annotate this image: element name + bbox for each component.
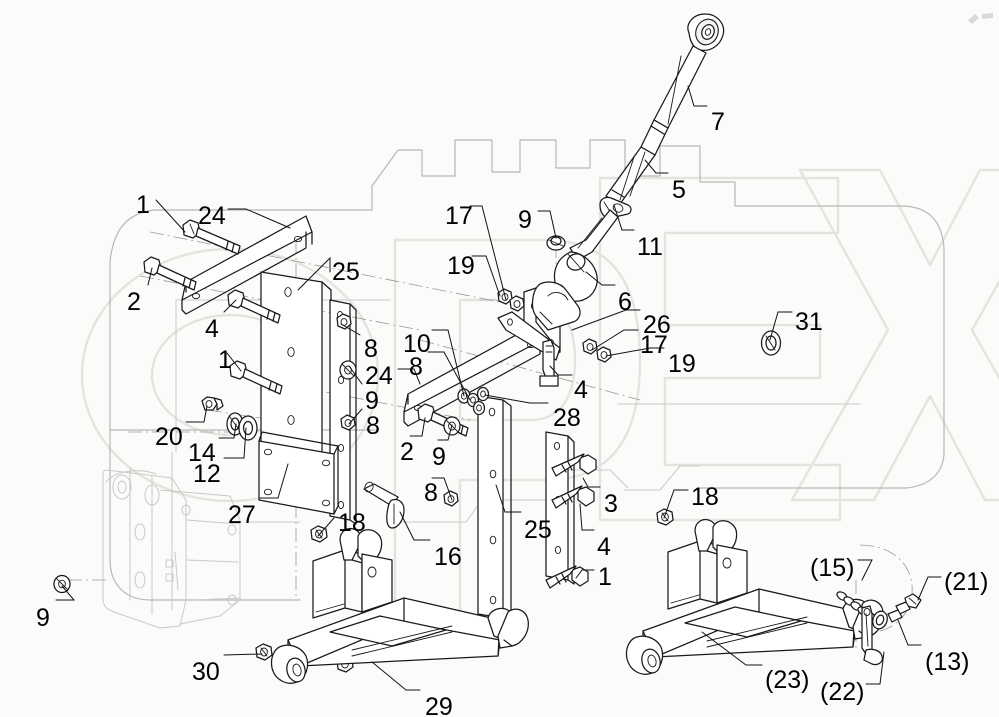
nut-part-9-c [53,574,71,594]
part-5-turnbuckle-body [605,119,669,205]
callout-label-17: 17 [640,331,668,359]
callout-label-9: 9 [365,387,379,415]
callout-label-25: 25 [524,516,552,544]
callout-label-23: (23) [765,666,810,694]
callout-label-4: 4 [574,376,588,404]
callout-label-20: 20 [155,423,183,451]
callout-label-13: (13) [925,648,970,676]
nut-part-18-b [656,508,674,526]
callout-label-1: 1 [598,563,612,591]
part-24-flat-bar-upper [181,215,313,315]
nuts-group [53,235,674,673]
callout-label-14: 14 [188,439,216,467]
bolt-part-1-c [545,565,589,589]
part-20-nut [201,396,224,411]
callout-label-1: 1 [136,191,150,219]
part-22-hook [861,605,884,666]
leader-lines [55,85,942,691]
bolts-group [143,219,597,589]
part-26-bracket-plates [497,281,581,361]
part-28-bushings [457,386,490,416]
callout-label-8: 8 [364,335,378,363]
callout-label-8: 8 [366,412,380,440]
part-21-turnbuckle-small [887,593,922,623]
callout-label-19: 19 [447,252,475,280]
callout-label-21: (21) [944,568,989,596]
callout-label-24: 24 [198,202,226,230]
callout-label-7: 7 [711,108,725,136]
callout-label-30: 30 [192,658,220,686]
callout-label-6: 6 [618,288,632,316]
bolt-part-1-b [229,360,283,395]
bolt-part-4-b [539,339,559,387]
callout-label-8: 8 [409,353,423,381]
nut-part-8-b [340,414,356,431]
nut-part-30 [255,643,273,661]
part-7-turnbuckle-top-rod [653,13,725,129]
part-13-ring [872,610,888,630]
callout-label-18: 18 [338,509,366,537]
callout-label-19: 19 [668,350,696,378]
nut-part-8-a [336,313,352,330]
callout-label-24: 24 [365,362,393,390]
callout-label-9: 9 [36,604,50,632]
callout-label-9: 9 [518,206,532,234]
watermark-opex [80,168,999,642]
callout-label-27: 27 [228,501,256,529]
callout-label-29: 29 [425,693,453,717]
part-25-side-plate-d [545,431,575,585]
part-23-lower-link-right [625,518,884,675]
callout-label-26: 26 [643,311,671,339]
nut-part-19-a [509,295,525,312]
callout-label-12: 12 [193,460,221,488]
bolt-part-4-c [551,485,595,509]
callout-label-15: (15) [810,554,855,582]
callout-label-11: 11 [637,233,663,261]
bolt-part-2-a [143,256,197,291]
callout-label-3: 3 [604,490,618,518]
callout-label-4: 4 [205,315,219,343]
callout-label-1: 1 [218,346,232,374]
callout-label-17: 17 [445,202,473,230]
callout-label-25: 25 [332,258,360,286]
bolt-part-1-a [182,219,241,255]
nut-part-19-b [596,346,612,363]
part-31-bushing [760,330,782,356]
callout-label-2: 2 [400,438,414,466]
callout-label-8: 8 [424,479,438,507]
nut-part-9-a [339,360,357,380]
callout-label-2: 2 [127,288,141,316]
callout-label-16: 16 [434,543,462,571]
callout-label-22: (22) [820,678,865,706]
callout-label-31: 31 [795,308,823,336]
callout-label-9: 9 [432,443,446,471]
part-16-linch-pin [363,481,405,529]
bolt-part-3 [551,453,597,477]
callout-label-5: 5 [672,176,686,204]
callout-label-4: 4 [597,533,611,561]
nut-part-17-b [582,338,598,355]
part-29-lower-link-left [270,527,529,684]
part-12-washer [238,415,258,441]
part-27-mount-plate [258,431,339,515]
callout-label-10: 10 [403,330,431,358]
part-25-side-plate-b [329,299,357,525]
callout-label-28: 28 [553,404,581,432]
corner-mark [968,13,993,24]
ghost-tractor-bracket [102,467,241,629]
part-25-side-plate-c [477,395,512,623]
callout-label-18: 18 [691,483,719,511]
